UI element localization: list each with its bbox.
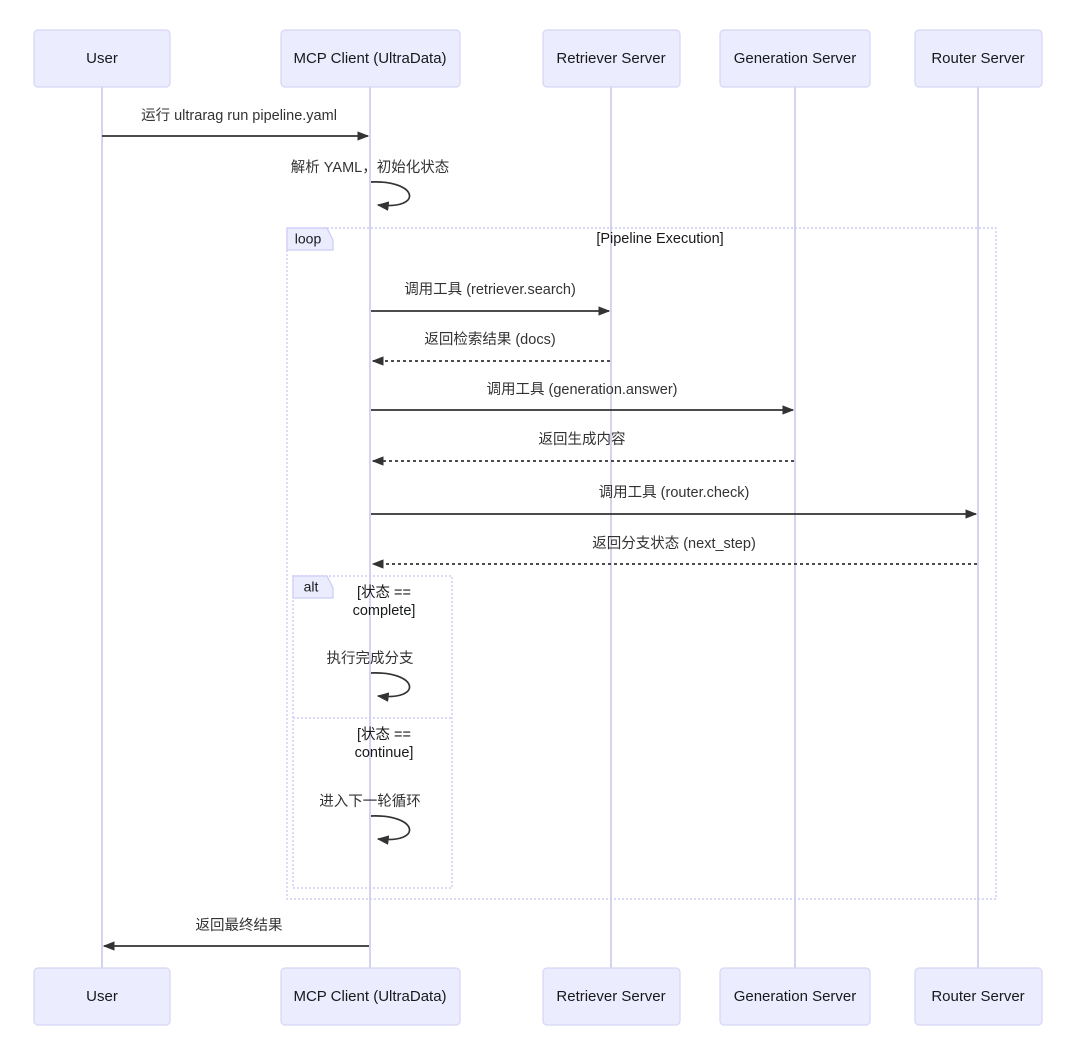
- actors-bottom: User MCP Client (UltraData) Retriever Se…: [33, 967, 1043, 1026]
- alt-frame-tab-label: alt: [304, 579, 319, 595]
- message-label-next-loop-iteration: 进入下一轮循环: [319, 793, 421, 810]
- message-label-execute-complete-branch: 执行完成分支: [327, 650, 414, 667]
- message-call-router-check: 调用工具 (router.check): [371, 484, 978, 519]
- actor-box-retriever-server-bottom[interactable]: [542, 967, 681, 1026]
- actor-bottom-user[interactable]: User: [33, 967, 171, 1026]
- message-return-docs: 返回检索结果 (docs): [371, 331, 610, 366]
- messages-group: 运行 ultrarag run pipeline.yaml 解析 YAML，初始…: [102, 107, 978, 951]
- actors-top: User MCP Client (UltraData) Retriever Se…: [33, 29, 1043, 88]
- actor-box-mcp-client-bottom[interactable]: [280, 967, 461, 1026]
- loop-frame-tab-label: loop: [295, 231, 322, 247]
- message-label-call-router-check: 调用工具 (router.check): [599, 484, 750, 501]
- alt-frame: alt [状态 == complete] [状态 == continue]: [292, 575, 453, 889]
- message-label-parse-yaml: 解析 YAML，初始化状态: [291, 159, 449, 176]
- message-label-return-docs: 返回检索结果 (docs): [424, 331, 555, 348]
- message-execute-complete-branch: 执行完成分支: [327, 650, 414, 702]
- message-label-return-final-result: 返回最终结果: [196, 917, 283, 934]
- message-call-retriever-search: 调用工具 (retriever.search): [371, 281, 611, 316]
- message-selfloop-next-loop-iteration: [370, 815, 411, 845]
- actor-top-retriever-server[interactable]: Retriever Server: [542, 29, 681, 88]
- loop-frame-tab: [286, 227, 334, 251]
- actor-label-retriever-server-bottom: Retriever Server: [556, 988, 665, 1005]
- message-call-generation-answer: 调用工具 (generation.answer): [371, 381, 795, 415]
- message-return-final-result: 返回最终结果: [102, 917, 369, 951]
- actor-box-router-server-top[interactable]: [914, 29, 1043, 88]
- message-return-generated-content: 返回生成内容: [371, 431, 794, 466]
- actor-label-router-server-bottom: Router Server: [931, 988, 1024, 1005]
- loop-frame: loop [Pipeline Execution]: [286, 227, 997, 900]
- message-next-loop-iteration: 进入下一轮循环: [319, 793, 421, 845]
- actor-top-mcp-client[interactable]: MCP Client (UltraData): [280, 29, 461, 88]
- message-parse-yaml: 解析 YAML，初始化状态: [291, 159, 449, 211]
- message-label-call-retriever-search: 调用工具 (retriever.search): [404, 281, 576, 298]
- actor-box-retriever-server-top[interactable]: [542, 29, 681, 88]
- actor-bottom-retriever-server[interactable]: Retriever Server: [542, 967, 681, 1026]
- alt-frame-condition-line2: complete]: [353, 603, 416, 619]
- message-label-return-generated-content: 返回生成内容: [539, 431, 626, 448]
- actor-top-user[interactable]: User: [33, 29, 171, 88]
- actor-box-user-top[interactable]: [33, 29, 171, 88]
- actor-box-generation-server-bottom[interactable]: [719, 967, 871, 1026]
- message-label-return-next-step: 返回分支状态 (next_step): [592, 535, 756, 552]
- message-selfloop-execute-complete-branch: [370, 672, 411, 702]
- actor-label-retriever-server-top: Retriever Server: [556, 50, 665, 67]
- actor-label-mcp-client-top: MCP Client (UltraData): [293, 50, 446, 67]
- actor-label-user-top: User: [86, 50, 118, 67]
- actor-box-router-server-bottom[interactable]: [914, 967, 1043, 1026]
- actor-box-user-bottom[interactable]: [33, 967, 171, 1026]
- message-label-run-pipeline: 运行 ultrarag run pipeline.yaml: [141, 107, 337, 124]
- loop-frame-title: [Pipeline Execution]: [596, 231, 723, 247]
- actor-label-router-server-top: Router Server: [931, 50, 1024, 67]
- alt-frame-else-condition-line2: continue]: [355, 745, 414, 761]
- actor-top-router-server[interactable]: Router Server: [914, 29, 1043, 88]
- message-label-call-generation-answer: 调用工具 (generation.answer): [487, 381, 678, 398]
- actor-bottom-generation-server[interactable]: Generation Server: [719, 967, 871, 1026]
- actor-top-generation-server[interactable]: Generation Server: [719, 29, 871, 88]
- alt-frame-condition-line1: [状态 ==: [357, 584, 411, 601]
- actor-label-mcp-client-bottom: MCP Client (UltraData): [293, 988, 446, 1005]
- message-run-pipeline: 运行 ultrarag run pipeline.yaml: [102, 107, 370, 141]
- actor-label-user-bottom: User: [86, 988, 118, 1005]
- loop-frame-border: [286, 227, 997, 900]
- alt-frame-border: [292, 575, 453, 889]
- message-return-next-step: 返回分支状态 (next_step): [371, 535, 977, 569]
- actor-box-mcp-client-top[interactable]: [280, 29, 461, 88]
- message-selfloop-parse-yaml: [370, 181, 411, 211]
- actor-bottom-mcp-client[interactable]: MCP Client (UltraData): [280, 967, 461, 1026]
- lifelines-group: [101, 87, 979, 968]
- actor-label-generation-server-bottom: Generation Server: [734, 988, 857, 1005]
- alt-frame-tab: [292, 575, 334, 599]
- alt-frame-else-condition-line1: [状态 ==: [357, 726, 411, 743]
- actor-box-generation-server-top[interactable]: [719, 29, 871, 88]
- actor-label-generation-server-top: Generation Server: [734, 50, 857, 67]
- actor-bottom-router-server[interactable]: Router Server: [914, 967, 1043, 1026]
